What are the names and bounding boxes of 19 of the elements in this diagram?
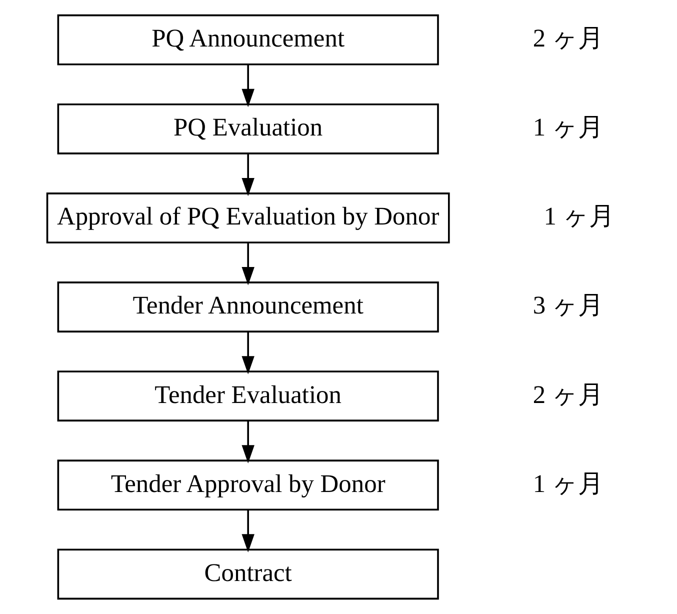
node-box: Tender Announcement xyxy=(57,282,439,332)
node-label: 1 ヶ月 xyxy=(544,202,614,231)
node-box: PQ Announcement xyxy=(57,14,439,66)
node-box: Tender Evaluation xyxy=(57,370,439,422)
node-label: 2 ヶ月 xyxy=(532,380,603,409)
node-box: Contract xyxy=(57,548,439,600)
arrow xyxy=(242,421,254,464)
node-box: Tender Approval by Donor xyxy=(57,460,439,511)
node-label: 1 ヶ月 xyxy=(532,468,603,498)
node-box: PQ Evaluation xyxy=(57,103,439,154)
node-label: 1 ヶ月 xyxy=(532,112,603,142)
arrow xyxy=(242,154,254,196)
arrow xyxy=(242,510,254,552)
arrow xyxy=(242,332,254,374)
node-label: 2 ヶ月 xyxy=(532,24,603,53)
node-label: 3 ヶ月 xyxy=(532,290,603,320)
arrow xyxy=(242,65,254,108)
node-box: Approval of PQ Evaluation by Donor xyxy=(46,192,450,244)
arrow xyxy=(242,243,254,286)
